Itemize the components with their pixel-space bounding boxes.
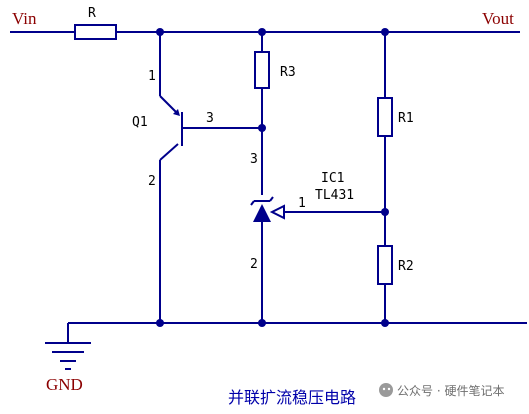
resistor-r1 — [377, 97, 393, 137]
watermark: 公众号 · 硬件笔记本 — [379, 383, 504, 398]
reference-arrow-icon — [269, 204, 285, 220]
junction-dot — [156, 28, 164, 36]
transistor-q1 — [159, 32, 262, 323]
diagram-caption: 并联扩流稳压电路 — [228, 388, 356, 407]
ic1-pin-ref: 1 — [298, 196, 306, 211]
watermark-text: 公众号 · 硬件笔记本 — [397, 383, 504, 398]
ic1-label: IC1 — [321, 171, 344, 186]
junction-dot — [381, 208, 389, 216]
r2-label: R2 — [398, 259, 414, 274]
shunt-regulator-ic1 — [250, 196, 385, 323]
emitter-arrow-icon — [173, 109, 180, 116]
vin-label: Vin — [12, 9, 37, 28]
junction-dots — [156, 28, 389, 327]
junction-dot — [381, 319, 389, 327]
q1-pin-base: 3 — [206, 111, 214, 126]
q1-pin-bottom: 2 — [148, 174, 156, 189]
junction-dot — [156, 319, 164, 327]
junction-dot — [381, 28, 389, 36]
resistor-r2 — [377, 245, 393, 285]
junction-dot — [258, 319, 266, 327]
resistor-r3 — [254, 51, 270, 89]
wechat-icon — [379, 383, 393, 397]
ic1-part-label: TL431 — [315, 188, 354, 203]
ic1-pin-bottom: 2 — [250, 257, 258, 272]
q1-pin-top: 1 — [148, 69, 156, 84]
junction-dot — [258, 28, 266, 36]
gnd-label: GND — [46, 375, 83, 394]
vout-label: Vout — [482, 9, 514, 28]
r3-label: R3 — [280, 65, 296, 80]
r1-label: R1 — [398, 111, 414, 126]
junction-dot — [258, 124, 266, 132]
ground-icon — [45, 323, 91, 370]
q1-label: Q1 — [132, 115, 148, 130]
series-resistor-r — [74, 24, 117, 40]
ic1-pin-top: 3 — [250, 152, 258, 167]
series-resistor-label: R — [88, 6, 96, 21]
